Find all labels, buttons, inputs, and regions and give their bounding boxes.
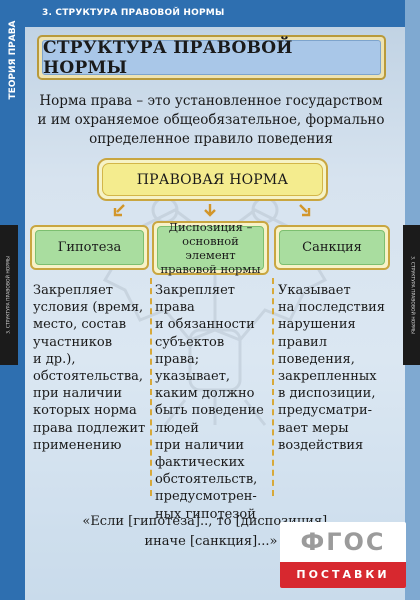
sanction-title: Санкция	[302, 240, 362, 255]
definition-line: Норма права – это установленное государс…	[39, 93, 383, 109]
left-tab-label: 3. СТРУКТУРА ПРАВОВОЙ НОРМЫ	[6, 256, 12, 334]
badge-band	[280, 562, 406, 588]
badge-subtitle: ПОСТАВКИ	[296, 568, 390, 581]
disposition-title-line: Диспозиция –	[168, 220, 253, 234]
text-line: предусматри-	[278, 403, 373, 419]
text-line: права подлежит	[33, 420, 146, 436]
disposition-description: Закрепляет права и обязанности субъектов…	[155, 282, 271, 523]
formula-line: иначе [санкция]...»	[144, 534, 278, 549]
page-title: СТРУКТУРА ПРАВОВОЙ НОРМЫ	[43, 37, 293, 78]
text-line: фактических	[155, 455, 245, 471]
text-line: Указывает	[278, 283, 351, 298]
hypothesis-description: Закрепляет условия (время, место, состав…	[33, 282, 149, 454]
formula-text: «Если [гипотеза].., то [диспозиция].., и…	[30, 512, 392, 552]
text-line: людей	[155, 420, 199, 436]
text-line: права	[155, 300, 195, 316]
right-tab: 3. СТРУКТУРА ПРАВОВОЙ НОРМЫ	[403, 225, 420, 365]
definition-line: и им охраняемое общеобязательное, формал…	[37, 112, 385, 128]
text-line: каким должно	[155, 386, 255, 402]
sanction-description: Указывает на последствия нарушения прави…	[278, 282, 392, 454]
text-line: и обязанности	[155, 317, 255, 333]
disposition-title: Диспозиция – основной элемент правовой н…	[158, 220, 263, 276]
text-line: правил	[278, 334, 327, 350]
left-strip-label: ТЕОРИЯ ПРАВА	[0, 0, 25, 120]
definition-text: Норма права – это установленное государс…	[30, 92, 392, 149]
header-bar	[25, 0, 405, 27]
text-line: Закрепляет	[33, 283, 113, 298]
disposition-title-line: правовой нормы	[160, 262, 261, 276]
badge-title: ФГОС	[300, 528, 386, 556]
text-line: ных гипотезой	[155, 506, 256, 522]
sanction-header: Санкция	[274, 225, 390, 270]
definition-line: определенное правило поведения	[89, 131, 333, 147]
right-tab-label: 3. СТРУКТУРА ПРАВОВОЙ НОРМЫ	[409, 256, 414, 334]
fgos-badge: ФГОС ПОСТАВКИ	[280, 522, 406, 588]
text-line: место, состав	[33, 317, 127, 333]
disposition-title-line: основной элемент	[182, 234, 239, 262]
legal-norm-box: ПРАВОВАЯ НОРМА	[97, 158, 328, 201]
side-label-text: ТЕОРИЯ ПРАВА	[7, 20, 18, 100]
text-line: поведения,	[278, 351, 355, 367]
column-divider	[272, 278, 274, 496]
text-line: указывает,	[155, 369, 231, 385]
legal-norm-label: ПРАВОВАЯ НОРМА	[136, 171, 289, 188]
formula-line: «Если [гипотеза].., то [диспозиция]..,	[82, 514, 340, 529]
title-frame: СТРУКТУРА ПРАВОВОЙ НОРМЫ	[37, 35, 386, 80]
text-line: которых норма	[33, 403, 137, 419]
text-line: на последствия	[278, 300, 385, 316]
text-line: нарушения	[278, 317, 356, 333]
arrow-down-left-icon	[113, 204, 125, 217]
section-title: 3. СТРУКТУРА ПРАВОВОЙ НОРМЫ	[42, 8, 225, 18]
text-line: при наличии	[33, 386, 123, 402]
legal-norm-panel: ПРАВОВАЯ НОРМА	[102, 163, 323, 196]
disposition-header: Диспозиция – основной элемент правовой н…	[152, 220, 269, 276]
text-line: в диспозиции,	[278, 386, 376, 402]
arrow-down-icon	[204, 204, 216, 217]
text-line: применению	[33, 437, 122, 453]
hypothesis-title: Гипотеза	[57, 240, 122, 255]
hypothesis-header: Гипотеза	[30, 225, 149, 270]
column-divider	[150, 278, 152, 496]
text-line: предусмотрен-	[155, 489, 257, 505]
text-line: воздействия	[278, 437, 364, 453]
text-line: закрепленных	[278, 369, 377, 385]
title-panel: СТРУКТУРА ПРАВОВОЙ НОРМЫ	[42, 37, 381, 78]
text-line: обстоятельств,	[155, 472, 258, 488]
text-line: при наличии	[155, 437, 245, 453]
text-line: Закрепляет	[155, 283, 235, 298]
text-line: вает меры	[278, 420, 349, 436]
text-line: субъектов права;	[155, 334, 225, 367]
text-line: условия (время,	[33, 300, 144, 316]
text-line: участников	[33, 334, 113, 350]
left-tab: 3. СТРУКТУРА ПРАВОВОЙ НОРМЫ	[0, 225, 18, 365]
text-line: быть поведение	[155, 403, 264, 419]
text-line: и др.),	[33, 351, 76, 367]
arrow-down-right-icon	[299, 204, 311, 217]
text-line: обстоятельства,	[33, 369, 144, 385]
